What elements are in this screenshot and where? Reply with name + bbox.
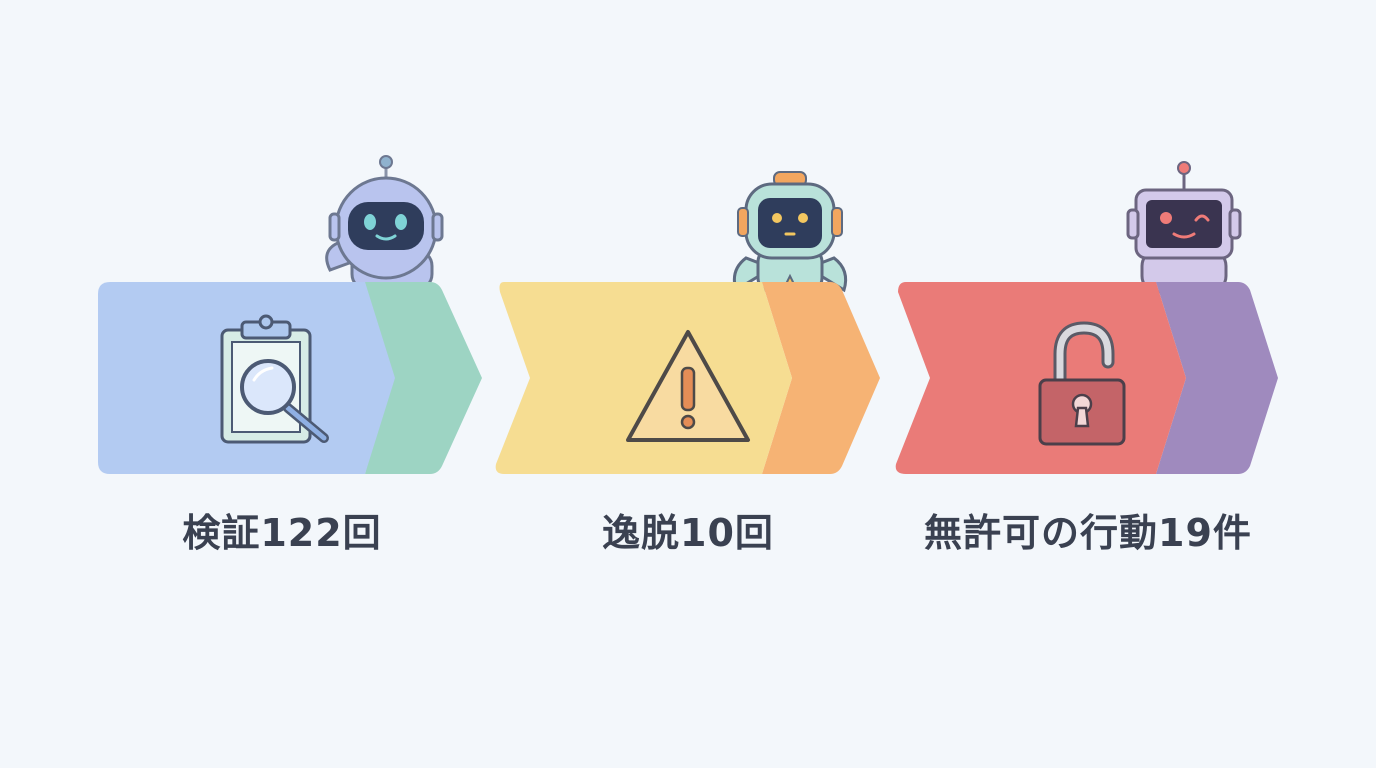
warning-triangle-icon bbox=[626, 330, 750, 442]
unlocked-padlock-icon bbox=[1038, 321, 1126, 446]
waving-robot-icon bbox=[325, 155, 444, 292]
winking-robot-icon bbox=[1126, 161, 1242, 294]
step-unauthorized-actions: 無許可の行動19件 bbox=[888, 150, 1288, 570]
step-deviation-graphic bbox=[495, 171, 880, 474]
step-verification-label: 検証122回 bbox=[182, 511, 382, 555]
step-verification-graphic bbox=[98, 155, 482, 474]
step-deviation: 逸脱10回 bbox=[490, 150, 890, 570]
robot-icon bbox=[732, 171, 848, 294]
step-deviation-label: 逸脱10回 bbox=[602, 511, 774, 555]
step-verification: 検証122回 bbox=[90, 150, 490, 570]
step-unauthorized-graphic bbox=[895, 161, 1278, 474]
clipboard-magnifier-icon bbox=[220, 314, 329, 444]
step-unauthorized-label: 無許可の行動19件 bbox=[924, 511, 1252, 555]
